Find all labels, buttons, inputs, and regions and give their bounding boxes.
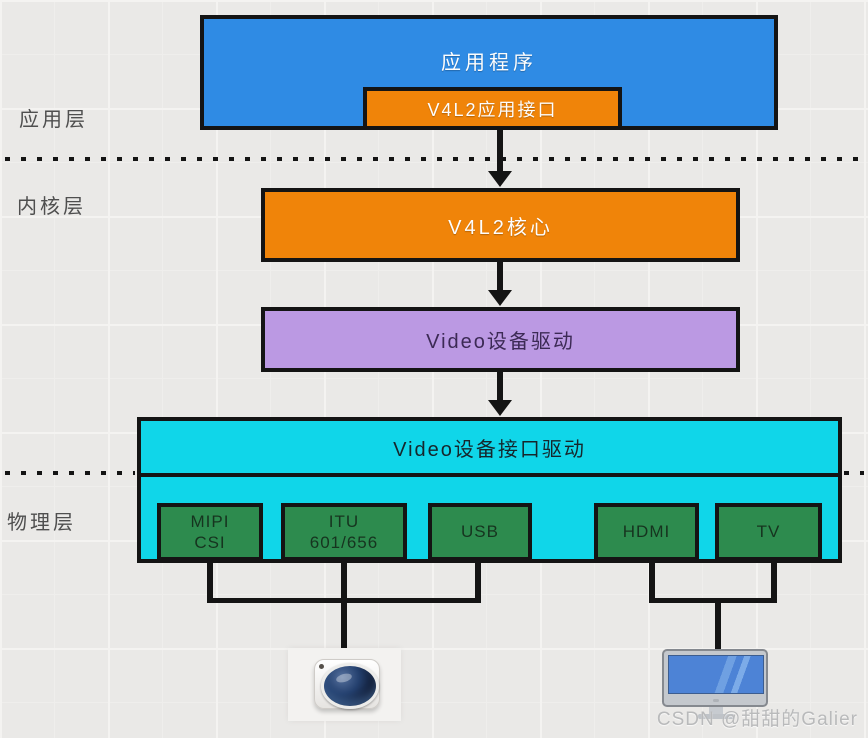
node-hdmi: HDMI	[594, 503, 699, 561]
connector-mipi-down	[207, 560, 213, 603]
monitor-logo-dot	[713, 699, 719, 702]
arrow-api-to-core-head	[488, 171, 512, 187]
camera-viewfinder-dot	[319, 664, 324, 669]
node-tv-label: TV	[756, 522, 781, 542]
connector-camera-bus	[207, 598, 481, 603]
camera-body	[314, 659, 380, 709]
camera-icon	[288, 648, 401, 721]
camera-lens-glint	[335, 672, 353, 684]
connector-itu-down	[341, 560, 347, 650]
connector-monitor-bus	[649, 598, 777, 603]
connector-hdmi-down	[649, 560, 655, 603]
node-v4l2-api: V4L2应用接口	[363, 87, 622, 130]
node-application-label: 应用程序	[441, 52, 537, 74]
watermark: CSDN @甜甜的Galier	[656, 709, 858, 730]
node-v4l2-api-label: V4L2应用接口	[427, 99, 558, 120]
interface-driver-divider	[137, 473, 842, 477]
node-tv: TV	[715, 503, 822, 561]
connector-usb-down	[475, 560, 481, 603]
node-video-device-driver-label: Video设备驱动	[426, 331, 575, 353]
monitor-icon	[660, 648, 772, 720]
monitor-glass	[668, 655, 764, 694]
arrow-core-to-driver-line	[497, 262, 503, 292]
label-physical-layer: 物理层	[7, 512, 76, 534]
separator-kernel-physical-left	[5, 471, 135, 475]
separator-app-kernel	[5, 157, 863, 161]
arrow-api-to-core-line	[497, 130, 503, 173]
arrow-driver-to-interface-line	[497, 372, 503, 402]
node-itu-601-656: ITU 601/656	[281, 503, 407, 561]
node-video-device-driver: Video设备驱动	[261, 307, 740, 372]
monitor-stand	[709, 707, 723, 715]
node-v4l2-core: V4L2核心	[261, 188, 740, 262]
monitor-screen	[662, 649, 768, 707]
node-hdmi-label: HDMI	[622, 522, 671, 542]
label-kernel-layer: 内核层	[17, 196, 86, 218]
node-usb-label: USB	[461, 522, 499, 542]
node-video-interface-driver-label: Video设备接口驱动	[393, 438, 586, 461]
node-mipi-csi-label: MIPI CSI	[190, 511, 230, 552]
connector-monitor-down	[715, 598, 721, 650]
separator-kernel-physical-right	[844, 471, 864, 475]
camera-lens	[321, 663, 379, 709]
node-v4l2-core-label: V4L2核心	[448, 216, 553, 239]
label-application-layer: 应用层	[19, 109, 88, 131]
connector-tv-down	[771, 560, 777, 603]
arrow-driver-to-interface-head	[488, 400, 512, 416]
arrow-core-to-driver-head	[488, 290, 512, 306]
node-usb: USB	[428, 503, 532, 561]
node-mipi-csi: MIPI CSI	[157, 503, 263, 561]
node-itu-601-656-label: ITU 601/656	[309, 511, 379, 552]
monitor-base	[698, 714, 734, 719]
